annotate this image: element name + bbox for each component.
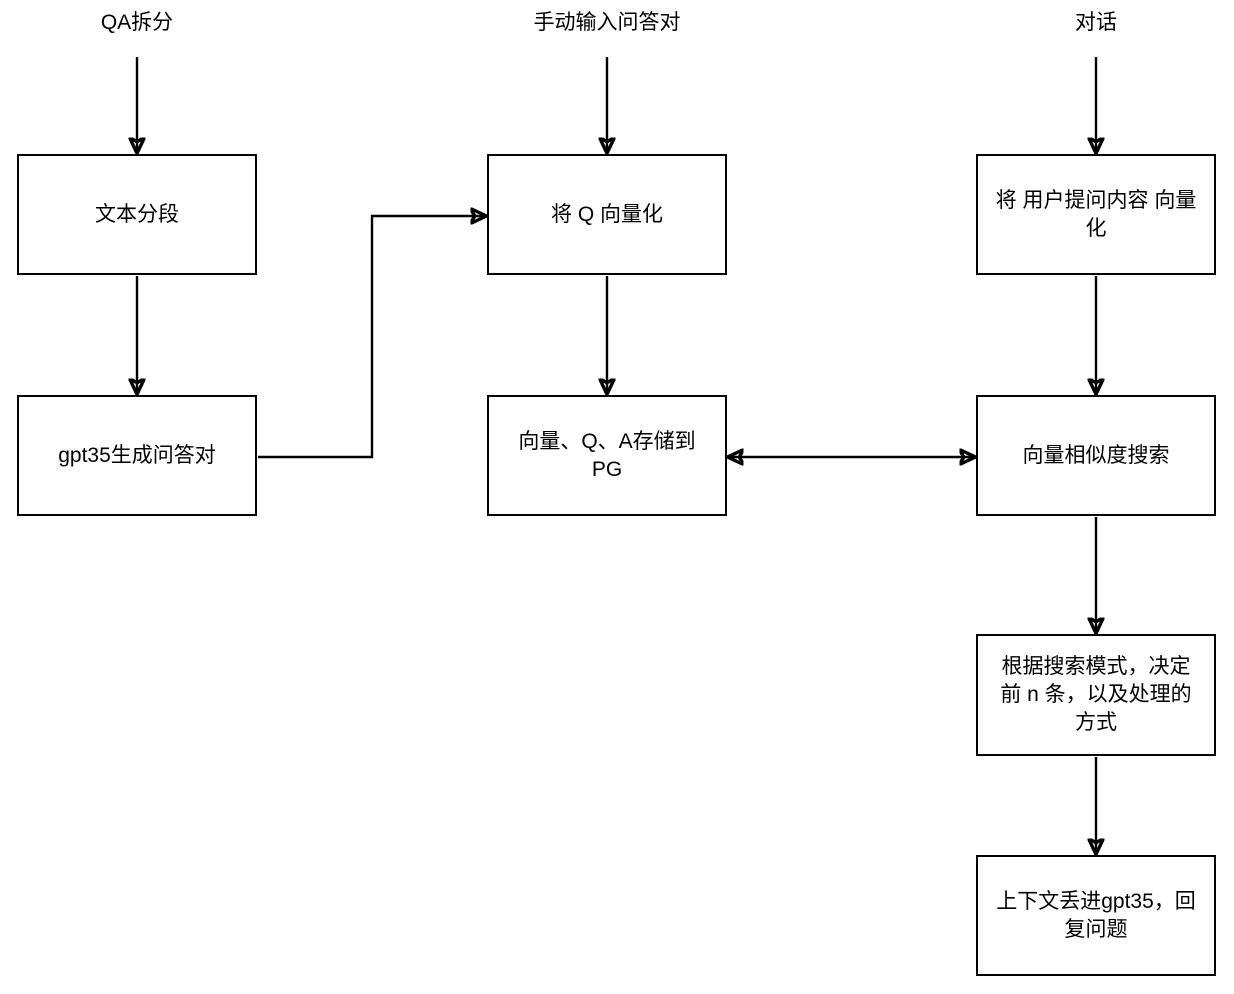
node-search-mode-topn[interactable]: 根据搜索模式，决定 前 n 条，以及处理的 方式 (976, 634, 1216, 756)
node-context-to-gpt35[interactable]: 上下文丢进gpt35，回 复问题 (976, 855, 1216, 976)
node-text-split[interactable]: 文本分段 (17, 154, 257, 275)
node-vectorize-user-question[interactable]: 将 用户提问内容 向量 化 (976, 154, 1216, 275)
node-text-split-label: 文本分段 (95, 202, 179, 226)
label-manual-input: 手动输入问答对 (533, 11, 681, 34)
node-vectorize-user-question-label: 将 用户提问内容 向量 化 (995, 188, 1197, 240)
label-dialogue: 对话 (1075, 11, 1117, 34)
label-qa-split: QA拆分 (100, 11, 174, 34)
node-search-mode-topn-label: 根据搜索模式，决定 前 n 条，以及处理的 方式 (1000, 655, 1192, 734)
node-vector-similarity-search-label: 向量相似度搜索 (1022, 443, 1170, 467)
node-vector-similarity-search[interactable]: 向量相似度搜索 (976, 395, 1216, 516)
node-gpt35-generate-qa-label: gpt35生成问答对 (58, 443, 216, 467)
node-store-pg[interactable]: 向量、Q、A存储到 PG (487, 395, 727, 516)
node-vectorize-q-label: 将 Q 向量化 (550, 202, 663, 226)
node-gpt35-generate-qa[interactable]: gpt35生成问答对 (17, 395, 257, 516)
node-store-pg-label: 向量、Q、A存储到 PG (518, 429, 696, 481)
node-vectorize-q[interactable]: 将 Q 向量化 (487, 154, 727, 275)
node-context-to-gpt35-label: 上下文丢进gpt35，回 复问题 (996, 889, 1196, 941)
edge-gpt35-to-vectorize-q (258, 216, 485, 459)
